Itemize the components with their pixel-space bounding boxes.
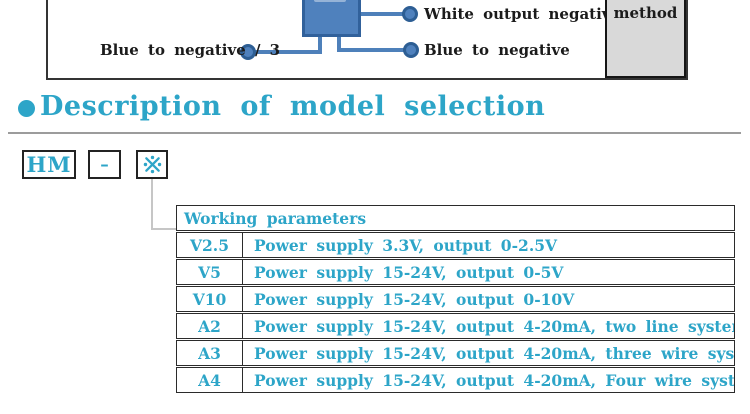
- table-row: A4 Power supply 15-24V, output 4-20mA, F…: [176, 367, 735, 393]
- wiring-method-cell: method: [605, 0, 686, 78]
- model-desc-cell: Power supply 15-24V, output 0-10V: [254, 289, 575, 309]
- model-code-cell: V2.5: [177, 233, 243, 257]
- sensor-box: [302, 0, 361, 37]
- connector-line-vertical: [151, 179, 153, 229]
- terminal-dot-icon: [240, 44, 256, 60]
- table-row: V5 Power supply 15-24V, output 0-5V: [176, 259, 735, 285]
- section-bullet-icon: [18, 100, 35, 117]
- model-desc-cell: Power supply 15-24V, output 0-5V: [254, 262, 564, 282]
- label-white-output-negative: White output negative: [424, 5, 621, 23]
- section-title: Description of model selection: [40, 91, 546, 122]
- model-code-cell: A3: [177, 341, 243, 365]
- model-code-cell: A4: [177, 368, 243, 392]
- table-row: V2.5 Power supply 3.3V, output 0-2.5V: [176, 232, 735, 258]
- model-prefix-box: HM: [22, 150, 76, 179]
- wire-white-output: [361, 12, 407, 16]
- wire-left-leg: [318, 37, 322, 54]
- model-code-cell: V10: [177, 287, 243, 311]
- model-desc-cell: Power supply 15-24V, output 4-20mA, two …: [254, 316, 734, 336]
- table-header-row: Working parameters: [176, 205, 735, 231]
- reference-mark-icon: [143, 155, 161, 174]
- wire-right-leg: [337, 37, 341, 50]
- model-separator: –: [100, 154, 109, 175]
- connector-line-horizontal: [151, 228, 176, 230]
- label-blue-to-negative-3: Blue to negative / 3: [100, 41, 281, 59]
- table-row: A2 Power supply 15-24V, output 4-20mA, t…: [176, 313, 735, 339]
- model-code-cell: V5: [177, 260, 243, 284]
- terminal-dot-icon: [402, 6, 418, 22]
- model-desc-cell: Power supply 3.3V, output 0-2.5V: [254, 235, 558, 255]
- label-method: method: [613, 4, 678, 22]
- table-row: A3 Power supply 15-24V, output 4-20mA, t…: [176, 340, 735, 366]
- model-placeholder-box: [136, 150, 168, 179]
- model-prefix: HM: [26, 152, 72, 177]
- model-code-cell: A2: [177, 314, 243, 338]
- wire-blue-negative-right: [337, 48, 407, 52]
- table-row: V10 Power supply 15-24V, output 0-10V: [176, 286, 735, 312]
- wire-blue-negative-left: [252, 50, 322, 54]
- label-blue-to-negative: Blue to negative: [424, 41, 570, 59]
- model-separator-box: –: [88, 150, 121, 179]
- wiring-diagram-frame: [46, 0, 688, 80]
- table-header: Working parameters: [184, 208, 367, 228]
- sensor-box-cut-label: [314, 0, 346, 2]
- model-desc-cell: Power supply 15-24V, output 4-20mA, thre…: [254, 343, 734, 363]
- section-divider: [8, 132, 741, 134]
- working-parameters-table: Working parameters V2.5 Power supply 3.3…: [176, 205, 735, 393]
- terminal-dot-icon: [403, 42, 419, 58]
- model-desc-cell: Power supply 15-24V, output 4-20mA, Four…: [254, 370, 734, 390]
